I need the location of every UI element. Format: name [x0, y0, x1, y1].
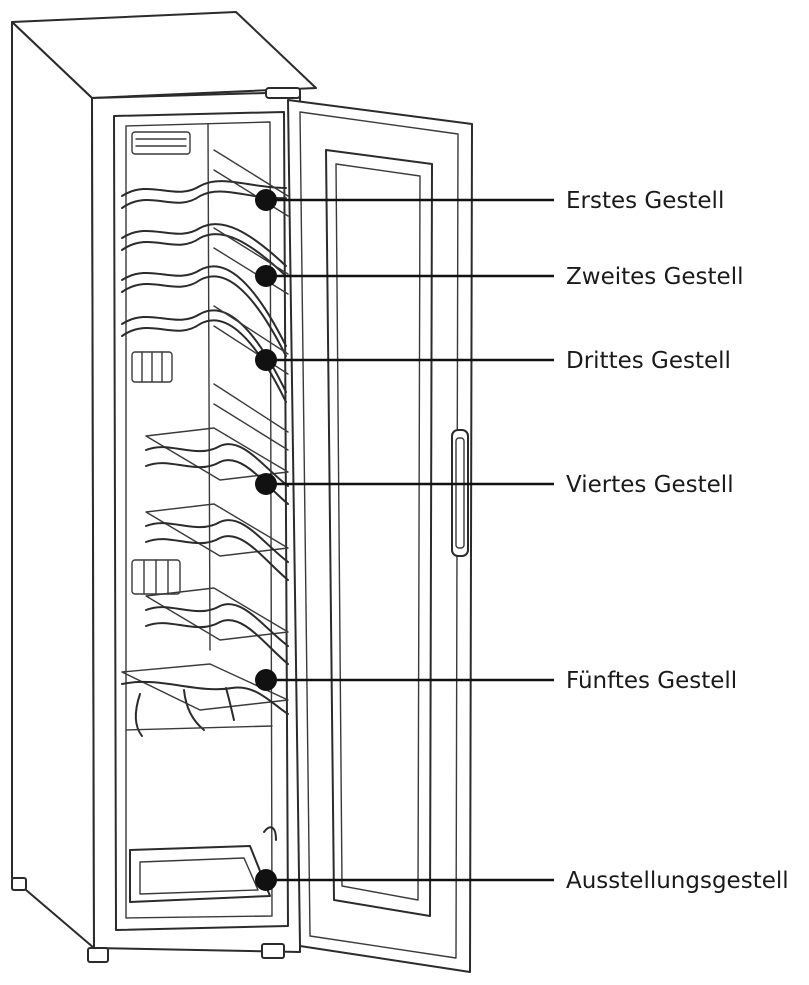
callout-fuenftes: Fünftes Gestell — [255, 668, 737, 694]
callout-viertes: Viertes Gestell — [255, 472, 734, 498]
callout-label-fuenftes: Fünftes Gestell — [566, 668, 737, 694]
cabinet-body — [11, 11, 317, 963]
open-door — [265, 87, 473, 973]
cabinet-foot-back — [11, 877, 27, 891]
cabinet-back-wall — [125, 121, 273, 919]
callout-label-viertes: Viertes Gestell — [566, 472, 734, 498]
callout-label-erstes: Erstes Gestell — [566, 188, 724, 214]
callout-drittes: Drittes Gestell — [255, 348, 731, 374]
callouts: Erstes Gestell Zweites Gestell Drittes G… — [255, 188, 789, 894]
cabinet-foot-left — [87, 947, 109, 963]
callout-ausstellung: Ausstellungsgestell — [255, 868, 789, 894]
callout-label-ausstellung: Ausstellungsgestell — [566, 868, 789, 894]
display-shelf — [125, 725, 277, 903]
callout-erstes: Erstes Gestell — [255, 188, 724, 214]
cabinet-rear-post — [207, 123, 211, 651]
door-frame-inner — [299, 111, 459, 959]
shelf-brackets — [131, 351, 181, 595]
callout-label-drittes: Drittes Gestell — [566, 348, 731, 374]
callout-zweites: Zweites Gestell — [255, 264, 743, 290]
callout-label-zweites: Zweites Gestell — [566, 264, 743, 290]
door-handle — [451, 429, 469, 557]
lower-shelves — [121, 427, 289, 737]
cabinet-side — [11, 21, 95, 949]
cabinet-foot-right — [261, 943, 285, 959]
cabinet-opening — [113, 111, 289, 931]
door-glass-inner — [335, 163, 421, 901]
fan-grille — [131, 131, 191, 155]
upper-shelves — [121, 149, 289, 451]
door-hinge-top — [265, 87, 301, 99]
door-glass — [325, 149, 433, 917]
